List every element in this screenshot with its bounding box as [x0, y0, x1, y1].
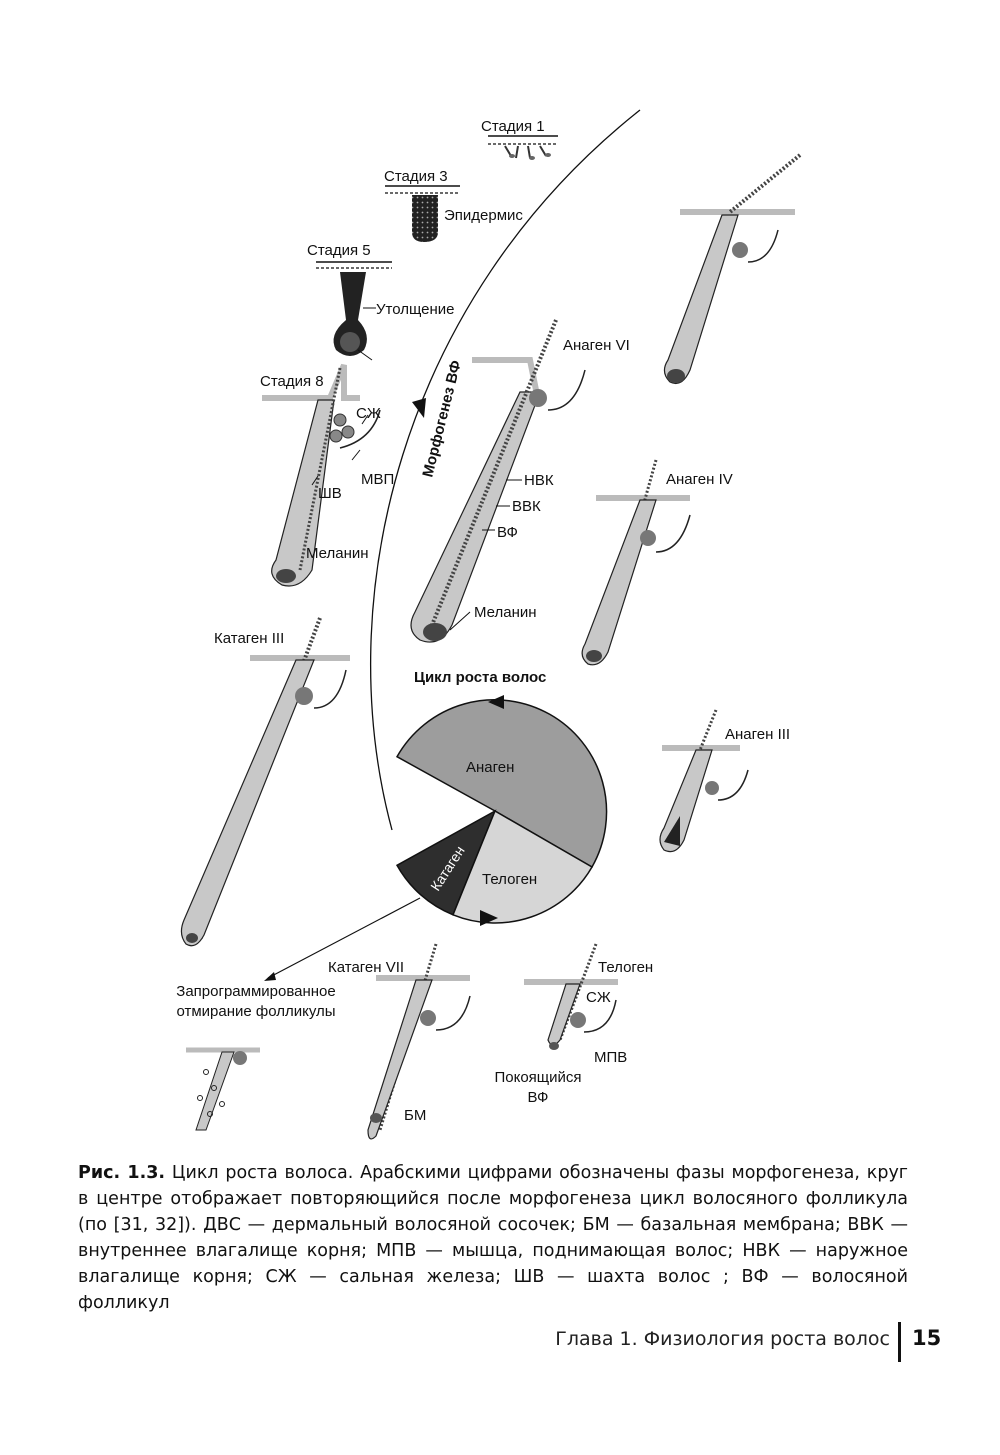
- stage-3-drawing: [385, 185, 460, 242]
- anagen-iii-follicle: [659, 709, 749, 853]
- caption-lead: Рис. 1.3.: [78, 1163, 166, 1183]
- label-sector-telogen: Телоген: [482, 871, 537, 888]
- label-vf: ВФ: [497, 524, 518, 541]
- pie-arrow-bottom: [480, 910, 498, 926]
- page-footer: Глава 1. Физиология роста волос 15: [0, 1322, 1000, 1362]
- label-thickening: Утолщение: [376, 301, 455, 318]
- label-stage-5: Стадия 5: [307, 242, 371, 259]
- chapter-title: Глава 1. Физиология роста волос: [555, 1328, 890, 1350]
- label-mpv: МПВ: [594, 1049, 627, 1066]
- label-szh-telogen: СЖ: [586, 989, 611, 1006]
- label-catagen-iii: Катаген III: [214, 630, 284, 647]
- label-sector-anagen: Анаген: [466, 759, 514, 776]
- telogen-follicle: [524, 943, 618, 1050]
- label-telogen: Телоген: [598, 959, 653, 976]
- label-cycle-title: Цикл роста волос: [414, 669, 546, 686]
- cycle-pie: [395, 695, 608, 926]
- label-resting-1: Покоящийся: [494, 1069, 581, 1086]
- stage-8-follicle: [262, 363, 381, 587]
- label-epidermis: Эпидермис: [444, 207, 523, 224]
- arc-arrowhead: [412, 398, 426, 418]
- morphogenesis-arc: [369, 109, 641, 831]
- hair-cycle-figure: Стадия 1 Стадия 3 Эпидермис Стадия 5 Уто…: [176, 109, 802, 1140]
- catagen-vii-follicle: [367, 943, 471, 1140]
- label-melanin-stage8: Меланин: [306, 545, 369, 562]
- label-anagen-iv: Анаген IV: [666, 471, 733, 488]
- pie-arrow-top: [488, 695, 504, 709]
- pie-sector-anagen: [395, 699, 608, 869]
- pie-sector-telogen: [452, 809, 594, 924]
- catagen-iii-follicle: [180, 617, 350, 947]
- label-resting-2: ВФ: [528, 1089, 549, 1106]
- anagen-iv-follicle: [581, 459, 691, 666]
- label-vvk: ВВК: [512, 498, 541, 515]
- label-szh-stage8: СЖ: [356, 405, 381, 422]
- label-anagen-vi: Анаген VI: [563, 337, 630, 354]
- label-anagen-iii: Анаген III: [725, 726, 790, 743]
- label-mvp: МВП: [361, 471, 394, 488]
- label-catagen-vii: Катаген VII: [328, 959, 404, 976]
- label-bm: БМ: [404, 1107, 426, 1124]
- label-programmed-death-1: Запрограммированное: [176, 983, 335, 1000]
- label-stage-8: Стадия 8: [260, 373, 324, 390]
- pie-sector-catagen: [395, 809, 497, 916]
- label-stage-3: Стадия 3: [384, 168, 448, 185]
- label-melanin-anagen: Меланин: [474, 604, 537, 621]
- anagen-vi-center-follicle: [410, 319, 586, 643]
- page-number: 15: [912, 1326, 942, 1350]
- label-stage-1: Стадия 1: [481, 118, 545, 135]
- label-programmed-death-2: отмирание фолликулы: [176, 1003, 335, 1020]
- death-arrow-head: [264, 972, 276, 981]
- stage-1-drawing: [488, 135, 558, 160]
- label-morphogenesis: Морфогенез ВФ: [419, 358, 465, 479]
- footer-divider: [898, 1322, 901, 1362]
- stage-5-drawing: [316, 261, 392, 361]
- label-shv: ШВ: [318, 485, 342, 502]
- death-arrow-line: [267, 897, 421, 979]
- caption-text: Цикл роста волоса. Арабскими цифрами обо…: [78, 1163, 908, 1313]
- anagen-vi-right-follicle: [663, 153, 802, 385]
- programmed-death-follicle: [186, 1047, 260, 1131]
- label-nvk: НВК: [524, 472, 554, 489]
- figure-caption: Рис. 1.3. Цикл роста волоса. Арабскими ц…: [78, 1160, 908, 1316]
